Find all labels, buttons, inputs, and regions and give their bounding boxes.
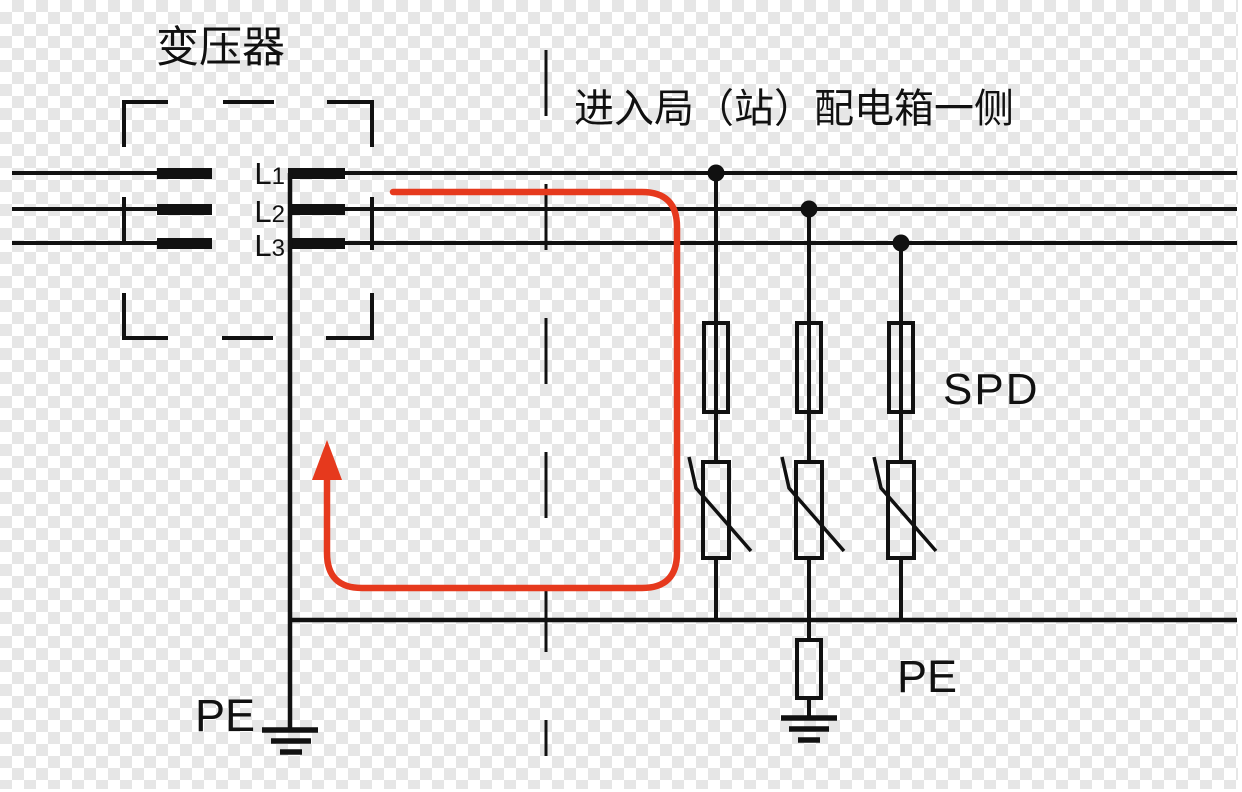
winding-bar-right-l3 — [288, 238, 345, 249]
earth-electrode-resistor — [795, 638, 823, 700]
surge-current-path — [312, 188, 681, 592]
varistor-symbol-2 — [794, 460, 824, 560]
varistor-symbol-1 — [701, 460, 731, 560]
spd-branch-1 — [687, 164, 753, 620]
varistor-diagonal-2 — [780, 456, 846, 553]
junction-dot-l1 — [707, 164, 725, 182]
phase-label-l3: L3 — [254, 228, 285, 263]
pe-conductor-left — [262, 173, 318, 755]
junction-dot-l3 — [892, 234, 910, 252]
phase-line-l2 — [12, 204, 1237, 215]
varistor-diagonal-3 — [872, 456, 938, 553]
winding-bar-left-l1 — [157, 168, 212, 179]
phase-line-l1 — [12, 168, 1237, 179]
earth-symbol-left — [262, 727, 318, 755]
winding-bar-left-l2 — [157, 204, 212, 215]
winding-bar-right-l1 — [288, 168, 345, 179]
pe-label-right: PE — [897, 651, 957, 702]
fuse-symbol-1 — [702, 321, 730, 414]
fuse-symbol-3 — [887, 321, 915, 414]
fuse-symbol-2 — [795, 321, 823, 414]
pe-label-left: PE — [195, 690, 255, 741]
phase-label-l2: L2 — [254, 194, 285, 229]
varistor-diagonal-1 — [687, 456, 753, 553]
winding-bar-right-l2 — [288, 204, 345, 215]
phase-label-l1: L1 — [254, 156, 285, 191]
earth-symbol-middle — [781, 715, 837, 743]
spd-label: SPD — [943, 365, 1039, 414]
spd-branch-2 — [780, 200, 846, 743]
transformer-label: 变压器 — [156, 24, 285, 72]
surge-arrow-head — [312, 440, 342, 480]
winding-bar-left-l3 — [157, 238, 212, 249]
station-side-label: 进入局（站）配电箱一侧 — [574, 87, 1014, 131]
spd-branch-3 — [872, 234, 938, 620]
transformer-dashed-box — [122, 100, 374, 340]
varistor-symbol-3 — [886, 460, 916, 560]
phase-line-l3 — [12, 238, 1237, 249]
junction-dot-l2 — [800, 200, 818, 218]
